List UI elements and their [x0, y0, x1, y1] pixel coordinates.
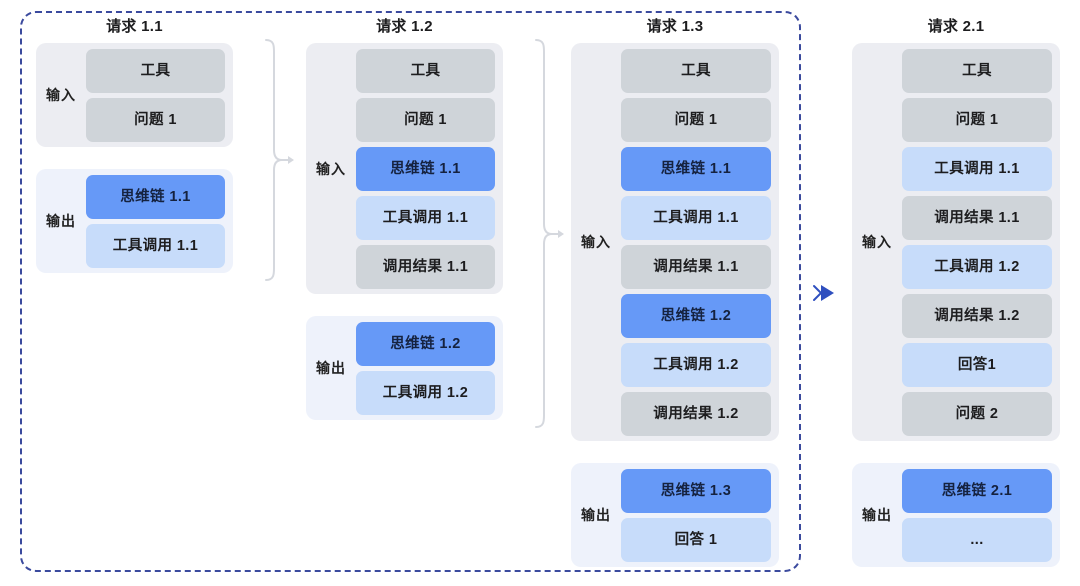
chip-question-2[interactable]: 问题 2	[902, 391, 1052, 436]
chip-tool-call-1-2[interactable]: 工具调用 1.2	[902, 244, 1052, 289]
request-column-1-3: 请求 1.3 输入 工具 问题 1 思维链 1.1 工具调用 1.1 调用结果 …	[571, 18, 779, 567]
chip-cot-2-1[interactable]: 思维链 2.1	[902, 468, 1052, 513]
output-label: 输出	[46, 213, 76, 229]
input-chip-stack: 工具 问题 1 工具调用 1.1 调用结果 1.1 工具调用 1.2 调用结果 …	[902, 48, 1052, 436]
chip-tool-call-1-1[interactable]: 工具调用 1.1	[86, 223, 225, 268]
output-chip-stack: 思维链 1.1 工具调用 1.1	[86, 174, 225, 268]
input-chip-stack: 工具 问题 1	[86, 48, 225, 142]
chip-tool-call-1-1[interactable]: 工具调用 1.1	[621, 195, 771, 240]
input-chip-stack: 工具 问题 1 思维链 1.1 工具调用 1.1 调用结果 1.1 思维链 1.…	[621, 48, 771, 436]
column-title: 请求 1.1	[106, 18, 163, 35]
column-title: 请求 1.3	[646, 18, 704, 35]
output-chip-stack: 思维链 2.1 ...	[902, 468, 1052, 562]
chip-question-1[interactable]: 问题 1	[356, 97, 495, 142]
output-label: 输出	[581, 507, 611, 523]
input-label: 输入	[581, 234, 611, 250]
request-column-1-1: 请求 1.1 输入 工具 问题 1 输出 思维链 1.1 工具调用 1.1	[36, 18, 233, 273]
panel-spacer	[852, 441, 1060, 463]
output-label: 输出	[316, 360, 346, 376]
input-panel: 输入 工具 问题 1 工具调用 1.1 调用结果 1.1 工具调用 1.2 调用…	[852, 43, 1060, 441]
chip-call-result-1-1[interactable]: 调用结果 1.1	[356, 244, 495, 289]
chip-cot-1-1[interactable]: 思维链 1.1	[86, 174, 225, 219]
input-chip-stack: 工具 问题 1 思维链 1.1 工具调用 1.1 调用结果 1.1	[356, 48, 495, 289]
output-chip-stack: 思维链 1.2 工具调用 1.2	[356, 321, 495, 415]
chip-question-1[interactable]: 问题 1	[902, 97, 1052, 142]
input-label: 输入	[862, 234, 892, 250]
input-label: 输入	[316, 160, 346, 177]
request-column-2-1: 请求 2.1 输入 工具 问题 1 工具调用 1.1 调用结果 1.1 工具调用…	[852, 18, 1060, 567]
chip-tool-call-1-1[interactable]: 工具调用 1.1	[356, 195, 495, 240]
column-title: 请求 2.1	[927, 18, 985, 35]
chip-answer-1[interactable]: 回答 1	[621, 517, 771, 562]
chip-tool-call-1-2[interactable]: 工具调用 1.2	[621, 342, 771, 387]
session-1-boundary	[20, 11, 801, 572]
output-panel: 输出 思维链 2.1 ...	[852, 463, 1060, 567]
output-panel: 输出 思维链 1.1 工具调用 1.1	[36, 169, 233, 273]
chip-ellipsis[interactable]: ...	[902, 517, 1052, 562]
chip-call-result-1-1[interactable]: 调用结果 1.1	[621, 244, 771, 289]
chip-cot-1-1[interactable]: 思维链 1.1	[356, 146, 495, 191]
chip-cot-1-3[interactable]: 思维链 1.3	[621, 468, 771, 513]
input-panel: 输入 工具 问题 1	[36, 43, 233, 147]
session-transition-arrow	[812, 282, 836, 304]
chip-cot-1-2[interactable]: 思维链 1.2	[356, 321, 495, 366]
chip-tool[interactable]: 工具	[621, 48, 771, 93]
column-title: 请求 1.2	[376, 18, 433, 35]
request-column-1-2: 请求 1.2 输入 工具 问题 1 思维链 1.1 工具调用 1.1 调用结果 …	[306, 18, 503, 420]
arrow-right-icon	[813, 285, 834, 301]
output-panel: 输出 思维链 1.3 回答 1	[571, 463, 779, 567]
chip-answer-1[interactable]: 回答1	[902, 342, 1052, 387]
panel-spacer	[36, 147, 233, 169]
chip-tool[interactable]: 工具	[86, 48, 225, 93]
chip-tool[interactable]: 工具	[902, 48, 1052, 93]
output-panel: 输出 思维链 1.2 工具调用 1.2	[306, 316, 503, 420]
input-panel: 输入 工具 问题 1 思维链 1.1 工具调用 1.1 调用结果 1.1	[306, 43, 503, 294]
panel-spacer	[306, 294, 503, 316]
chip-call-result-1-1[interactable]: 调用结果 1.1	[902, 195, 1052, 240]
chip-cot-1-2[interactable]: 思维链 1.2	[621, 293, 771, 338]
chip-question-1[interactable]: 问题 1	[86, 97, 225, 142]
chip-tool-call-1-2[interactable]: 工具调用 1.2	[356, 370, 495, 415]
chip-call-result-1-2[interactable]: 调用结果 1.2	[621, 391, 771, 436]
panel-spacer	[571, 441, 779, 463]
chip-call-result-1-2[interactable]: 调用结果 1.2	[902, 293, 1052, 338]
output-chip-stack: 思维链 1.3 回答 1	[621, 468, 771, 562]
chip-cot-1-1[interactable]: 思维链 1.1	[621, 146, 771, 191]
chip-tool-call-1-1[interactable]: 工具调用 1.1	[902, 146, 1052, 191]
chip-question-1[interactable]: 问题 1	[621, 97, 771, 142]
input-panel: 输入 工具 问题 1 思维链 1.1 工具调用 1.1 调用结果 1.1 思维链…	[571, 43, 779, 441]
chip-tool[interactable]: 工具	[356, 48, 495, 93]
input-label: 输入	[46, 87, 76, 103]
output-label: 输出	[862, 507, 892, 523]
